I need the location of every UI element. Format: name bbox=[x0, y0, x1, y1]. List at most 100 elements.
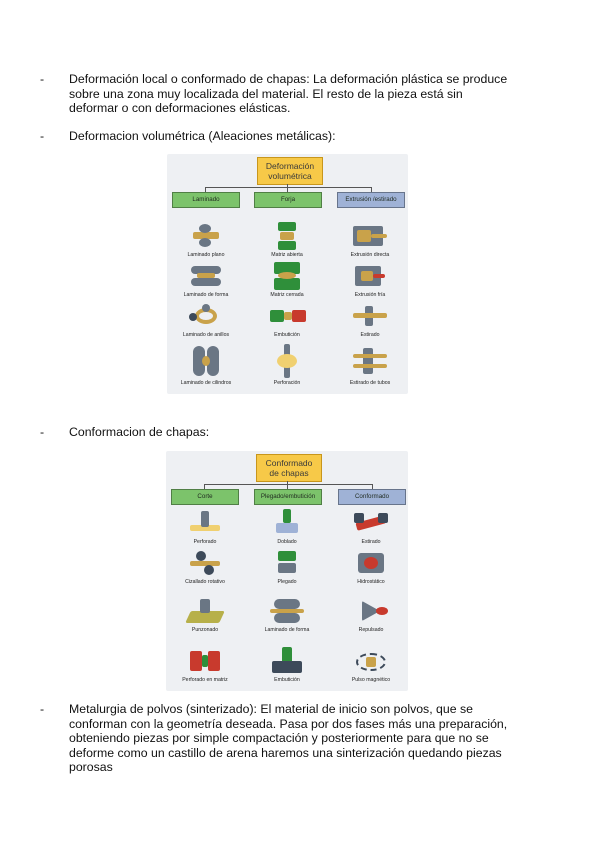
estirado-tubos-illustration bbox=[351, 344, 389, 378]
connector-horizontal bbox=[204, 484, 372, 485]
title-line: Deformación bbox=[265, 161, 315, 171]
bullet-text: Deformacion volumétrica (Aleaciones metá… bbox=[69, 129, 519, 144]
hidrostatico-illustration bbox=[352, 549, 390, 577]
text-line: conforman con la geometría deseada. Pasa… bbox=[69, 716, 508, 731]
item-plegado: Plegado bbox=[250, 549, 324, 585]
doblado-illustration bbox=[268, 509, 306, 537]
bullet-text: Metalurgia de polvos (sinterizado): El m… bbox=[69, 702, 519, 775]
item-perforado-en-matriz: Perforado en matriz bbox=[168, 647, 242, 683]
laminado-forma-illustration bbox=[187, 262, 225, 290]
category-conformado: Conformado bbox=[338, 489, 406, 505]
perforado-illustration bbox=[186, 509, 224, 537]
item-laminado-de-forma: Laminado de forma bbox=[169, 262, 243, 298]
item-embuticion: Embutición bbox=[250, 302, 324, 338]
item-doblado: Doblado bbox=[250, 509, 324, 545]
item-label: Estirado bbox=[360, 332, 380, 338]
item-laminado-plano: Laminado plano bbox=[169, 222, 243, 258]
item-pulso-magnetico: Pulso magnético bbox=[334, 647, 408, 683]
item-extrusion-fria: Extrusión fría bbox=[333, 262, 407, 298]
item-punzonado: Punzonado bbox=[168, 597, 242, 633]
bullet-dash: - bbox=[40, 72, 45, 86]
item-label: Matriz cerrada bbox=[270, 292, 304, 298]
item-label: Plegado bbox=[277, 579, 297, 585]
item-label: Embutición bbox=[274, 332, 300, 338]
text-line: obteniendo piezas por simple compactació… bbox=[69, 731, 489, 746]
connector-horizontal bbox=[205, 187, 371, 188]
extrusion-directa-illustration bbox=[351, 222, 389, 250]
connector-left bbox=[205, 187, 206, 192]
diagram-title: Deformación volumétrica bbox=[257, 157, 323, 185]
item-matriz-abierta: Matriz abierta bbox=[250, 222, 324, 258]
item-label: Estirado de tubos bbox=[349, 380, 391, 386]
item-label: Cizallado rotativo bbox=[185, 579, 225, 585]
item-label: Embutición bbox=[274, 677, 300, 683]
item-label: Laminado de forma bbox=[264, 627, 310, 633]
item-extrusion-directa: Extrusión directa bbox=[333, 222, 407, 258]
embuticion-illustration bbox=[268, 302, 306, 330]
item-estirado-chapa: Estirado bbox=[334, 509, 408, 545]
perforacion-illustration bbox=[268, 344, 306, 378]
bullet-dash: - bbox=[40, 425, 45, 439]
category-laminado: Laminado bbox=[172, 192, 240, 208]
item-label: Laminado de forma bbox=[183, 292, 229, 298]
title-line: Conformado bbox=[265, 458, 313, 468]
repulsado-illustration bbox=[352, 597, 390, 625]
item-matriz-cerrada: Matriz cerrada bbox=[250, 262, 324, 298]
item-laminado-de-anillos: Laminado de anillos bbox=[169, 302, 243, 338]
item-label: Perforado bbox=[193, 539, 217, 545]
text-line: porosas bbox=[69, 760, 113, 775]
connector-mid bbox=[287, 484, 288, 489]
bullet-text: Deformación local o conformado de chapas… bbox=[69, 72, 519, 116]
item-laminado-de-forma-chapa: Laminado de forma bbox=[250, 597, 324, 633]
connector-vertical bbox=[287, 184, 288, 188]
category-extrusion: Extrusión /estirado bbox=[337, 192, 405, 208]
text-line: sobre una zona muy localizada del materi… bbox=[69, 86, 463, 101]
laminado-anillos-illustration bbox=[187, 302, 225, 330]
pulso-magnetico-illustration bbox=[352, 647, 390, 675]
item-laminado-de-cilindros: Laminado de cilindros bbox=[169, 344, 243, 386]
text-line: deforme como un castillo de arena haremo… bbox=[69, 745, 502, 760]
cizallado-rotativo-illustration bbox=[186, 549, 224, 577]
item-label: Extrusión fría bbox=[354, 292, 386, 298]
item-perforacion: Perforación bbox=[250, 344, 324, 386]
extrusion-fria-illustration bbox=[351, 262, 389, 290]
item-label: Hidrostático bbox=[357, 579, 385, 585]
connector-right bbox=[372, 484, 373, 489]
perforado-matriz-illustration bbox=[186, 647, 224, 675]
title-line: de chapas bbox=[269, 468, 309, 478]
item-estirado-de-tubos: Estirado de tubos bbox=[333, 344, 407, 386]
item-label: Repulsado bbox=[358, 627, 384, 633]
item-cizallado-rotativo: Cizallado rotativo bbox=[168, 549, 242, 585]
connector-left bbox=[204, 484, 205, 489]
text-line: deformar o con deformaciones elásticas. bbox=[69, 101, 291, 116]
laminado-forma-chapa-illustration bbox=[268, 597, 306, 625]
connector-vertical bbox=[287, 481, 288, 485]
text-line: Deformación local o conformado de chapas… bbox=[69, 72, 508, 86]
item-label: Perforado en matriz bbox=[182, 677, 228, 683]
category-corte: Corte bbox=[171, 489, 239, 505]
diagram-title: Conformado de chapas bbox=[256, 454, 322, 482]
item-label: Estirado bbox=[361, 539, 381, 545]
item-label: Laminado de anillos bbox=[182, 332, 230, 338]
item-perforado: Perforado bbox=[168, 509, 242, 545]
laminado-cilindros-illustration bbox=[187, 344, 225, 378]
item-label: Matriz abierta bbox=[271, 252, 303, 258]
item-label: Doblado bbox=[277, 539, 297, 545]
connector-right bbox=[371, 187, 372, 192]
matriz-abierta-illustration bbox=[268, 222, 306, 250]
laminado-plano-illustration bbox=[187, 222, 225, 250]
text-line: Conformacion de chapas: bbox=[69, 425, 210, 439]
punzonado-illustration bbox=[185, 597, 225, 625]
text-line: Metalurgia de polvos (sinterizado): El m… bbox=[69, 702, 473, 716]
item-embuticion-chapa: Embutición bbox=[250, 647, 324, 683]
category-plegado-embuticion: Plegado/embutición bbox=[254, 489, 322, 505]
estirado-illustration bbox=[351, 302, 389, 330]
bullet-text: Conformacion de chapas: bbox=[69, 425, 519, 440]
item-label: Pulso magnético bbox=[351, 677, 391, 683]
item-label: Extrusión directa bbox=[350, 252, 390, 258]
plegado-illustration bbox=[268, 549, 306, 577]
item-label: Perforación bbox=[273, 380, 301, 386]
category-forja: Forja bbox=[254, 192, 322, 208]
item-label: Laminado plano bbox=[187, 252, 225, 258]
text-line: Deformacion volumétrica (Aleaciones metá… bbox=[69, 129, 336, 143]
